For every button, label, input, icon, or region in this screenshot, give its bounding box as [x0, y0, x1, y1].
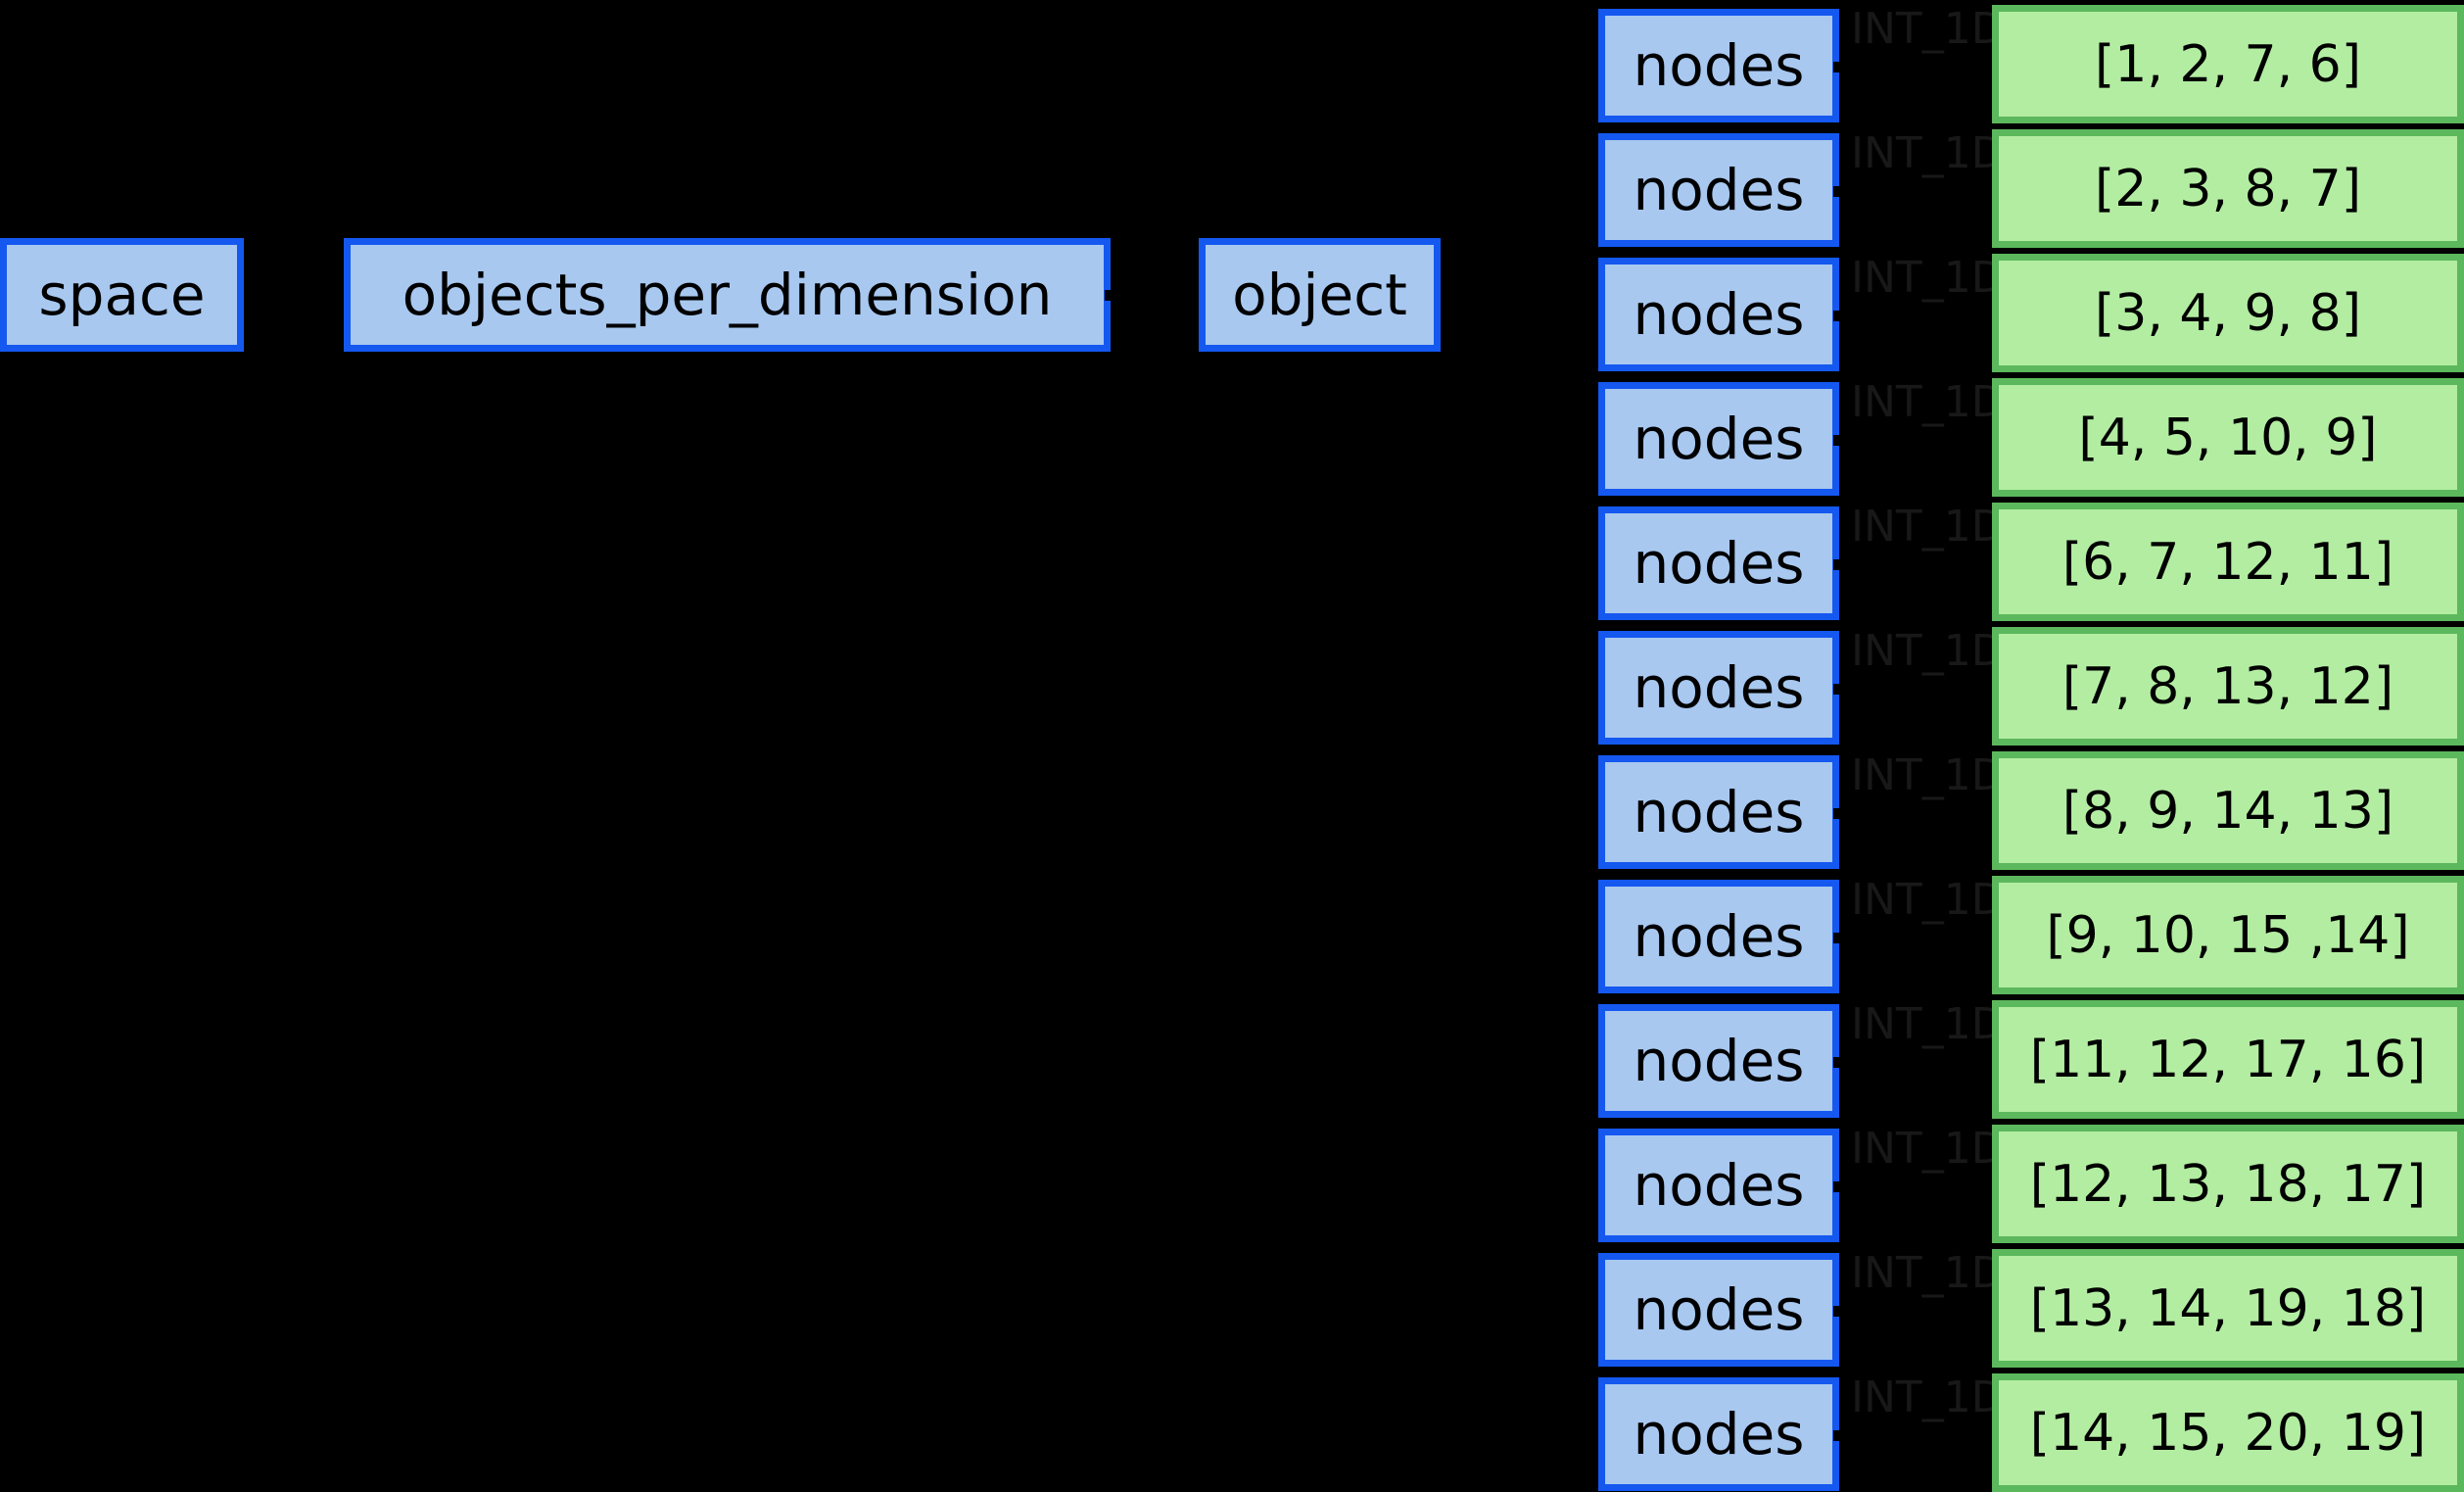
node-object[interactable]: object [1199, 238, 1441, 352]
connector-nub-row-left [1588, 808, 1602, 819]
connector-nub-row-right [1833, 435, 1847, 446]
connector-nub-row-left [1588, 311, 1602, 321]
connector-nub-row-left [1588, 1057, 1602, 1068]
node-objects-per-dimension-label: objects_per_dimension [402, 262, 1053, 328]
leaf-value-box[interactable]: [7, 8, 13, 12] [1992, 627, 2464, 746]
connector-nub-row-right [1833, 186, 1847, 197]
leaf-value-label: [7, 8, 13, 12] [2061, 656, 2394, 716]
edge-type-label: INT_1D [1851, 502, 2005, 552]
connector-nub-row-right [1833, 559, 1847, 570]
connector-nub-row-left [1588, 684, 1602, 695]
leaf-value-box[interactable]: [12, 13, 18, 17] [1992, 1125, 2464, 1243]
node-nodes-label: nodes [1633, 779, 1805, 845]
node-nodes[interactable]: nodes [1598, 755, 1839, 869]
connector-nub-row-right [1833, 1306, 1847, 1317]
leaf-value-box[interactable]: [8, 9, 14, 13] [1992, 751, 2464, 870]
leaf-value-label: [14, 15, 20, 19] [2029, 1403, 2427, 1463]
node-nodes[interactable]: nodes [1598, 631, 1839, 745]
connector-nub-row-right [1833, 1057, 1847, 1068]
edge-type-label: INT_1D [1851, 377, 2005, 427]
leaf-value-label: [8, 9, 14, 13] [2061, 781, 2394, 841]
node-space-label: space [38, 262, 206, 328]
leaf-value-label: [1, 2, 7, 6] [2094, 34, 2362, 94]
connector-nub-row-left [1588, 1430, 1602, 1441]
node-nodes[interactable]: nodes [1598, 133, 1839, 247]
node-space[interactable]: space [0, 238, 244, 352]
leaf-value-label: [4, 5, 10, 9] [2078, 408, 2378, 467]
connector-nub-row-left [1588, 933, 1602, 943]
leaf-value-box[interactable]: [6, 7, 12, 11] [1992, 503, 2464, 621]
edge-type-label: INT_1D [1851, 253, 2005, 303]
leaf-value-label: [9, 10, 15 ,14] [2046, 905, 2410, 965]
node-nodes-label: nodes [1633, 1028, 1805, 1094]
node-nodes-label: nodes [1633, 903, 1805, 970]
leaf-value-box[interactable]: [1, 2, 7, 6] [1992, 5, 2464, 123]
node-nodes-label: nodes [1633, 157, 1805, 223]
edge-type-label: INT_1D [1851, 1372, 2005, 1422]
connector-nub-row-right [1833, 933, 1847, 943]
connector-nub-row-left [1588, 62, 1602, 72]
node-nodes[interactable]: nodes [1598, 1253, 1839, 1367]
leaf-value-label: [13, 14, 19, 18] [2029, 1278, 2427, 1338]
connector-nub-row-right [1833, 808, 1847, 819]
leaf-value-label: [3, 4, 9, 8] [2094, 283, 2362, 343]
leaf-value-box[interactable]: [3, 4, 9, 8] [1992, 254, 2464, 372]
edge-type-label: INT_1D [1851, 4, 2005, 54]
connector-nub-row-right [1833, 1430, 1847, 1441]
node-nodes[interactable]: nodes [1598, 258, 1839, 371]
edge-type-label: INT_1D [1851, 999, 2005, 1049]
connector-nub-row-left [1588, 1181, 1602, 1192]
node-nodes[interactable]: nodes [1598, 506, 1839, 620]
leaf-value-label: [6, 7, 12, 11] [2061, 532, 2394, 592]
node-nodes[interactable]: nodes [1598, 382, 1839, 496]
connector-nub-row-left [1588, 186, 1602, 197]
connector-nub-row-left [1588, 435, 1602, 446]
connector-nub-row-left [1588, 1306, 1602, 1317]
node-nodes-label: nodes [1633, 1401, 1805, 1468]
leaf-value-box[interactable]: [14, 15, 20, 19] [1992, 1373, 2464, 1492]
node-nodes[interactable]: nodes [1598, 9, 1839, 122]
node-objects-per-dimension[interactable]: objects_per_dimension [344, 238, 1111, 352]
leaf-value-label: [12, 13, 18, 17] [2029, 1154, 2427, 1214]
node-nodes-label: nodes [1633, 281, 1805, 348]
connector-nub-opd-right [1105, 290, 1118, 301]
edge-type-label: INT_1D [1851, 128, 2005, 178]
edge-type-label: INT_1D [1851, 750, 2005, 800]
leaf-value-box[interactable]: [9, 10, 15 ,14] [1992, 876, 2464, 994]
node-nodes-label: nodes [1633, 406, 1805, 472]
connector-nub-row-left [1588, 559, 1602, 570]
connector-nub-row-right [1833, 62, 1847, 72]
leaf-value-label: [2, 3, 8, 7] [2094, 159, 2362, 218]
node-nodes-label: nodes [1633, 32, 1805, 99]
node-nodes[interactable]: nodes [1598, 1377, 1839, 1491]
leaf-value-label: [11, 12, 17, 16] [2029, 1030, 2427, 1089]
connector-nub-row-right [1833, 684, 1847, 695]
node-nodes-label: nodes [1633, 530, 1805, 597]
connector-nub-object-left [1190, 290, 1204, 301]
edge-type-label: INT_1D [1851, 1124, 2005, 1174]
edge-type-label: INT_1D [1851, 875, 2005, 925]
node-nodes[interactable]: nodes [1598, 1004, 1839, 1118]
connector-nub-row-right [1833, 311, 1847, 321]
leaf-value-box[interactable]: [11, 12, 17, 16] [1992, 1000, 2464, 1119]
node-nodes[interactable]: nodes [1598, 1129, 1839, 1242]
leaf-value-box[interactable]: [2, 3, 8, 7] [1992, 129, 2464, 248]
leaf-value-box[interactable]: [13, 14, 19, 18] [1992, 1249, 2464, 1368]
connector-nub-row-right [1833, 1181, 1847, 1192]
node-nodes-label: nodes [1633, 1276, 1805, 1343]
edge-type-label: INT_1D [1851, 1248, 2005, 1298]
node-nodes-label: nodes [1633, 654, 1805, 721]
edge-type-label: INT_1D [1851, 626, 2005, 676]
node-object-label: object [1232, 262, 1407, 328]
node-nodes[interactable]: nodes [1598, 880, 1839, 993]
leaf-value-box[interactable]: [4, 5, 10, 9] [1992, 378, 2464, 497]
node-nodes-label: nodes [1633, 1152, 1805, 1219]
